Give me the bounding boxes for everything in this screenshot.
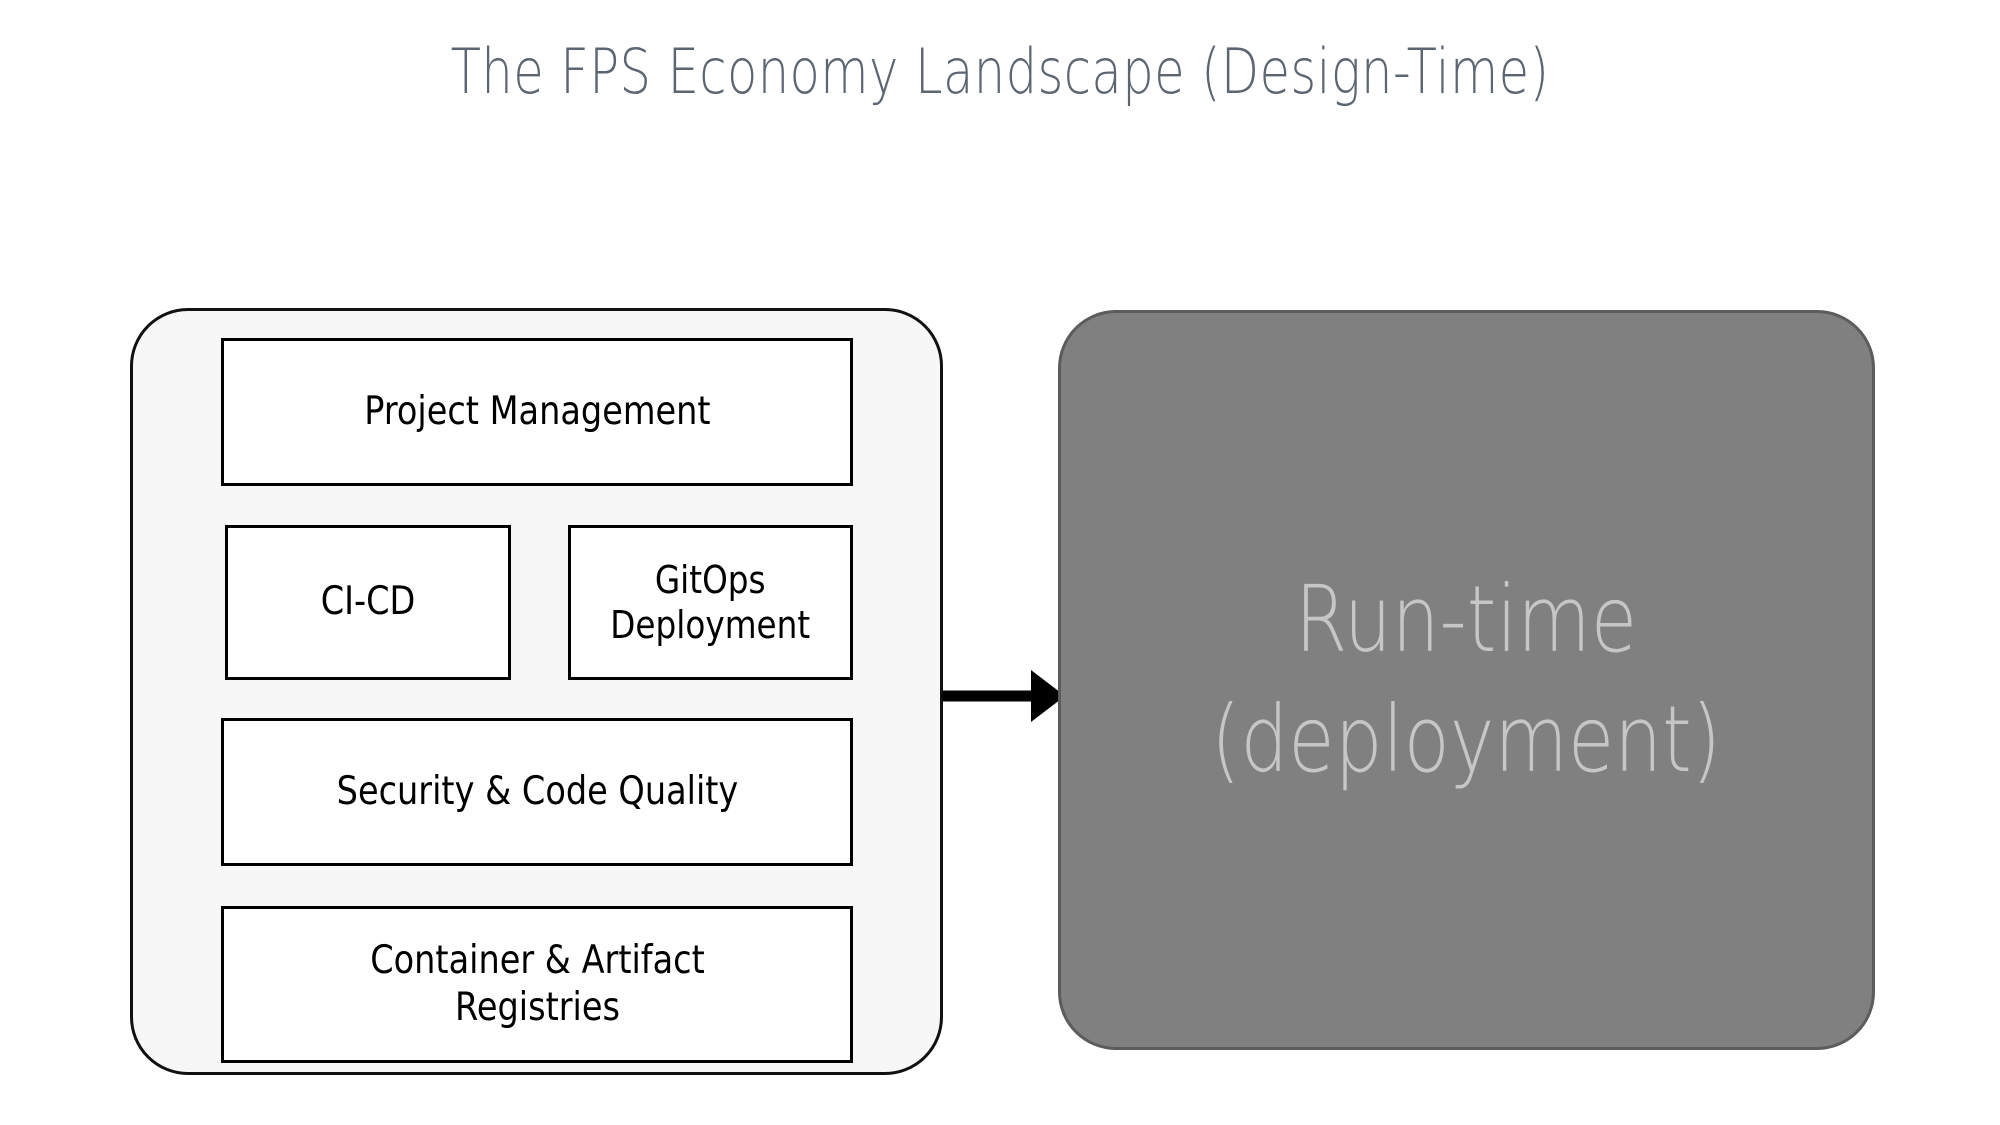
page-title: The FPS Economy Landscape (Design-Time) [450, 35, 1550, 108]
capability-box-project-management[interactable]: Project Management [221, 338, 853, 486]
capability-label-gitops-deployment: GitOps Deployment [610, 557, 811, 647]
capability-label-container-artifact-registries: Container & Artifact Registries [369, 938, 705, 1030]
run-time-box[interactable]: Run-time (deployment) [1058, 310, 1875, 1050]
capability-label-ci-cd: CI-CD [320, 579, 416, 625]
capability-label-security-code-quality: Security & Code Quality [336, 768, 738, 814]
capability-box-gitops-deployment[interactable]: GitOps Deployment [568, 525, 853, 680]
capability-label-project-management: Project Management [363, 388, 711, 434]
capability-box-security-code-quality[interactable]: Security & Code Quality [221, 718, 853, 866]
arrow-right-icon [942, 670, 1065, 722]
design-time-container: Project Management CI-CD GitOps Deployme… [130, 308, 943, 1075]
run-time-label: Run-time (deployment) [1211, 566, 1722, 793]
capability-box-ci-cd[interactable]: CI-CD [225, 525, 511, 680]
capability-box-container-artifact-registries[interactable]: Container & Artifact Registries [221, 906, 853, 1063]
